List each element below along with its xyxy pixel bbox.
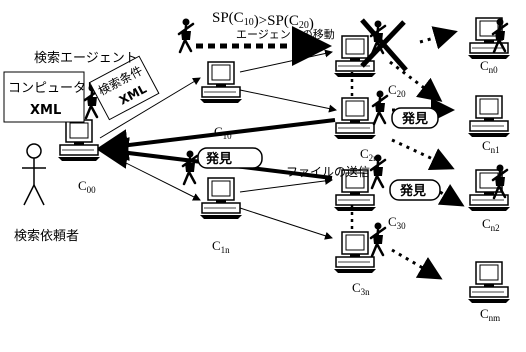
dotted-to-cn2 [440, 192, 462, 205]
link-c10-c2n [240, 90, 336, 110]
discover-box-1: 発見 [392, 108, 438, 128]
agent-figure-c3n [371, 223, 385, 257]
agent-figure-c1n [183, 151, 197, 185]
agent-move-label: エージェントの移動 [236, 27, 335, 41]
discover-label-1: 発見 [401, 111, 428, 127]
discover-label-2: 発見 [205, 151, 232, 167]
node-label-cn1: Cn1 [482, 138, 500, 155]
computer-c2n [334, 98, 376, 139]
link-c10-c20 [240, 52, 332, 72]
computer-c00 [58, 120, 100, 161]
computer-c1n [200, 178, 242, 219]
agent-title: 検索エージェント [34, 51, 138, 66]
node-label-cn2: Cn2 [482, 216, 500, 233]
requester-label: 検索依頼者 [14, 229, 79, 244]
discover-box-2: 発見 [198, 148, 262, 168]
computer-cn1 [468, 96, 510, 137]
dotted-to-cnm [392, 250, 440, 278]
agent-figure-start [179, 19, 193, 53]
agent-figure-c2n [373, 91, 387, 125]
link-c1n-c30 [240, 180, 332, 192]
node-label-c10: C10 [214, 124, 232, 141]
computer-list-xml: XML [30, 103, 61, 118]
computer-cn2 [468, 170, 510, 211]
node-label-cnm: Cnm [480, 306, 500, 323]
node-label-c30: C30 [388, 214, 406, 231]
discover-box-3: 発見 [390, 180, 440, 200]
node-label-c1n: C1n [212, 238, 230, 255]
dotted-to-cn0 [420, 32, 455, 42]
node-label-c2n: C2n [360, 146, 378, 163]
dotted-to-cn1-b [392, 140, 452, 168]
node-label-cn0: Cn0 [480, 58, 498, 75]
node-label-c00: C00 [78, 178, 96, 195]
link-c1n-c3n [240, 208, 332, 238]
computer-c3n [334, 232, 376, 273]
requester-figure [22, 144, 46, 205]
node-label-c3n: C3n [352, 280, 370, 297]
discover-label-3: 発見 [399, 183, 426, 199]
file-send-label: ファイルの送信 [286, 164, 370, 179]
node-label-c20: C20 [388, 82, 406, 99]
computer-cnm [468, 262, 510, 303]
computer-c10 [200, 62, 242, 103]
